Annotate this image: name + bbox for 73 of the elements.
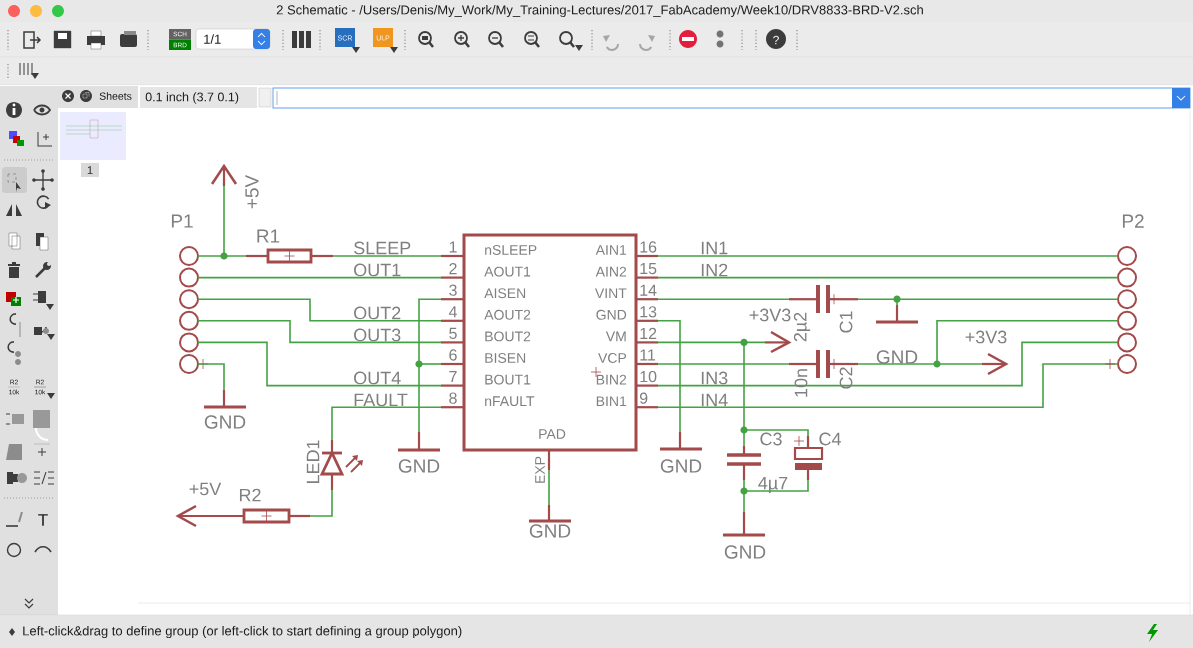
supply-label: +3V3 — [749, 308, 791, 322]
net-label: OUT4 — [354, 371, 401, 385]
supply-label: +5V — [245, 174, 259, 209]
part-label: C1 — [839, 311, 853, 333]
value-label: 2µ2 — [793, 312, 811, 342]
pin-number: 1 — [449, 241, 457, 253]
value-label: 4µ7 — [758, 476, 788, 494]
pin-number: 10 — [640, 370, 657, 383]
pin-number: 5 — [449, 327, 457, 339]
pin-number: 11 — [640, 349, 656, 361]
pin-number: 13 — [640, 306, 657, 318]
net-label: IN4 — [701, 393, 728, 407]
pin-number: 14 — [640, 284, 657, 296]
net-label: OUT3 — [354, 328, 401, 342]
part-label: C2 — [839, 367, 853, 389]
net-label: IN1 — [701, 241, 728, 255]
value-label: 10n — [794, 369, 808, 397]
pin-number: 12 — [640, 327, 657, 339]
pin-name: AOUT1 — [484, 266, 531, 277]
supply-label: +5V — [189, 482, 222, 496]
pin-name: VINT — [595, 288, 627, 298]
label: Sheets — [99, 92, 132, 100]
pin-name: PAD — [539, 429, 566, 439]
label: Left-click&drag to define group (or left-click to start defining a group polygon) — [23, 625, 462, 639]
ground-label: GND — [660, 459, 702, 473]
part-label: LED1 — [306, 440, 320, 484]
sheet-field: 1/1 — [195, 28, 271, 50]
pin-name: GND — [596, 309, 627, 320]
part-label: R2 — [239, 488, 261, 502]
pin-name: EXP — [535, 456, 545, 483]
pin-name: VCP — [598, 353, 627, 363]
pin-name: BISEN — [485, 353, 526, 363]
ground-label: GND — [529, 524, 571, 538]
pin-name: BIN1 — [596, 396, 627, 406]
net-label: FAULT — [354, 393, 408, 407]
net-label: IN2 — [701, 263, 728, 277]
pin-number: 6 — [449, 349, 457, 361]
part-label: C3 — [760, 432, 782, 446]
sheet-number: 1 — [81, 163, 99, 177]
pin-name: nFAULT — [485, 396, 535, 407]
supply-label: +3V3 — [965, 330, 1007, 344]
pin-number: 7 — [449, 371, 457, 383]
ground-label: GND — [398, 459, 440, 473]
pin-name: AIN2 — [595, 266, 627, 277]
pin-name: AOUT2 — [484, 309, 531, 320]
pin-number: 4 — [448, 306, 457, 318]
pin-name: BOUT2 — [485, 331, 531, 342]
connector-label: P2 — [1122, 214, 1144, 228]
window-title: 2 Schematic - /Users/Denis/My_Work/My_Training-Lectures/2017_FabAcademy/Week10/DRV8833-BRD-V2.sch — [276, 4, 923, 18]
coordinate-display: 0.1 inch (3.7 0.1) — [140, 87, 257, 108]
ground-label: GND — [876, 350, 918, 364]
pin-number: 9 — [639, 392, 648, 404]
pin-number: 2 — [449, 263, 457, 275]
pin-name: VM — [605, 331, 626, 342]
net-label: OUT1 — [354, 263, 401, 277]
pin-number: 15 — [640, 263, 657, 275]
net-label: SLEEP — [354, 241, 411, 255]
pin-name: AISEN — [484, 288, 526, 299]
pin-number: 8 — [449, 392, 457, 404]
net-label: OUT2 — [354, 306, 401, 320]
part-label: C4 — [819, 432, 841, 446]
pin-name: AIN1 — [595, 245, 627, 255]
pin-name: nSLEEP — [485, 245, 537, 255]
ground-label: GND — [204, 415, 246, 429]
ground-label: GND — [724, 545, 766, 559]
text-tool-icon: T — [38, 514, 48, 526]
connector-label: P1 — [171, 214, 193, 228]
part-label: R1 — [257, 229, 280, 243]
pin-number: 16 — [640, 241, 657, 253]
pin-number: 3 — [449, 284, 457, 296]
net-label: IN3 — [701, 371, 728, 385]
pin-name: BIN2 — [596, 374, 627, 385]
pin-name: BOUT1 — [485, 374, 531, 385]
